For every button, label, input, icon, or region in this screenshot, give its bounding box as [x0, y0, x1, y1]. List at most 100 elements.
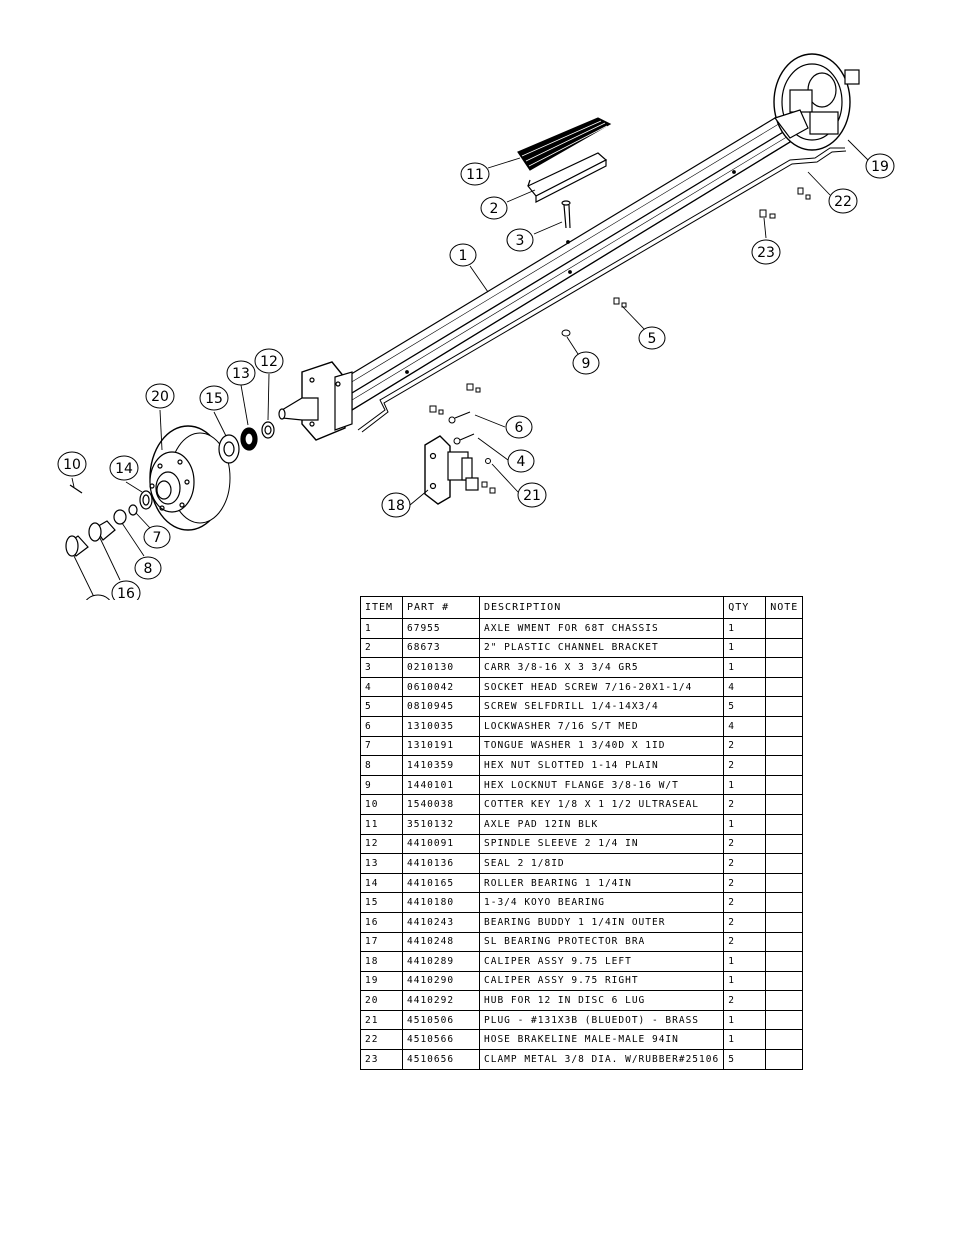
- header-qty: QTY: [723, 596, 767, 619]
- svg-text:7: 7: [153, 530, 162, 546]
- cell-part-number: 4410292: [402, 990, 480, 1011]
- cell-qty: 1: [723, 970, 767, 992]
- hardware-items: [429, 187, 811, 494]
- cell-description: 1-3/4 KOYO BEARING: [478, 892, 725, 913]
- svg-text:12: 12: [260, 354, 278, 370]
- header-item: ITEM: [360, 596, 403, 619]
- callout-bubble: 5: [638, 326, 666, 350]
- callout-bubble: 18: [381, 492, 411, 518]
- cell-description: SOCKET HEAD SCREW 7/16-20X1-1/4: [478, 676, 725, 698]
- cell-qty: 2: [723, 990, 767, 1011]
- cell-description: TONGUE WASHER 1 3/40D X 1ID: [478, 735, 725, 757]
- svg-text:23: 23: [757, 245, 775, 261]
- cell-qty: 2: [723, 755, 767, 776]
- callout-bubble: 3: [506, 228, 534, 252]
- cell-part-number: 4510656: [402, 1049, 480, 1070]
- cell-item: 9: [360, 774, 403, 796]
- cell-item: 5: [360, 696, 403, 717]
- cell-part-number: 4510566: [402, 1029, 480, 1051]
- cell-note: [765, 715, 804, 737]
- cell-item: 18: [360, 951, 403, 972]
- cell-item: 2: [360, 637, 403, 659]
- cell-item: 13: [360, 853, 403, 874]
- cell-qty: 1: [723, 618, 767, 639]
- callouts: 11 2 3 1 19 22 23 5 9 6 4 21 18 20 15 13…: [57, 153, 895, 600]
- left-caliper: [424, 435, 479, 505]
- cell-note: [765, 1049, 804, 1070]
- cell-item: 17: [360, 931, 403, 953]
- callout-bubble: 20: [145, 383, 175, 409]
- cell-description: HEX LOCKNUT FLANGE 3/8-16 W/T: [478, 774, 725, 796]
- cell-note: [765, 833, 804, 855]
- cell-part-number: 67955: [402, 618, 480, 639]
- cell-part-number: 0610042: [402, 676, 480, 698]
- cell-description: SEAL 2 1/8ID: [478, 853, 725, 874]
- cell-part-number: 4410289: [402, 951, 480, 972]
- cell-description: CARR 3/8-16 X 3 3/4 GR5: [478, 657, 725, 678]
- cell-part-number: 4410243: [402, 911, 480, 933]
- svg-text:5: 5: [648, 331, 657, 347]
- cell-note: [765, 931, 804, 953]
- svg-text:2: 2: [490, 201, 499, 217]
- cell-item: 11: [360, 813, 403, 835]
- cell-item: 19: [360, 970, 403, 992]
- svg-text:13: 13: [232, 366, 250, 382]
- cell-item: 4: [360, 676, 403, 698]
- svg-text:21: 21: [523, 488, 541, 504]
- svg-text:9: 9: [582, 356, 591, 372]
- cell-part-number: 4410290: [402, 970, 480, 992]
- table-header-row: ITEM PART # DESCRIPTION QTY NOTE: [360, 596, 804, 619]
- cell-note: [765, 696, 804, 717]
- cell-note: [765, 892, 804, 913]
- cell-description: AXLE PAD 12IN BLK: [478, 813, 725, 835]
- callout-bubble: 11: [460, 162, 490, 186]
- cell-qty: 1: [723, 813, 767, 835]
- cell-description: HOSE BRAKELINE MALE-MALE 94IN: [478, 1029, 725, 1051]
- cell-item: 22: [360, 1029, 403, 1051]
- cell-note: [765, 676, 804, 698]
- svg-text:4: 4: [517, 454, 526, 470]
- callout-bubble: 21: [517, 482, 547, 508]
- cell-description: SCREW SELFDRILL 1/4-14X3/4: [478, 696, 725, 717]
- callout-bubble: 19: [865, 153, 895, 179]
- cell-item: 23: [360, 1049, 403, 1070]
- callout-bubble: 4: [507, 449, 535, 473]
- cell-qty: 2: [723, 833, 767, 855]
- callout-bubble: 13: [226, 360, 256, 386]
- cell-item: 6: [360, 715, 403, 737]
- cell-note: [765, 813, 804, 835]
- cell-description: CLAMP METAL 3/8 DIA. W/RUBBER#25106: [478, 1049, 725, 1070]
- callout-bubble: 2: [480, 196, 508, 220]
- cell-item: 20: [360, 990, 403, 1011]
- cell-item: 1: [360, 618, 403, 639]
- cell-note: [765, 735, 804, 757]
- cell-qty: 5: [723, 1049, 767, 1070]
- cell-qty: 2: [723, 794, 767, 815]
- cell-part-number: 68673: [402, 637, 480, 659]
- cell-description: CALIPER ASSY 9.75 RIGHT: [478, 970, 725, 992]
- right-brake-assembly: [773, 53, 860, 151]
- cell-qty: 2: [723, 853, 767, 874]
- cell-note: [765, 637, 804, 659]
- svg-text:20: 20: [151, 389, 169, 405]
- callout-bubble: 23: [751, 239, 781, 265]
- cell-qty: 2: [723, 735, 767, 757]
- cell-qty: 1: [723, 637, 767, 659]
- cell-qty: 1: [723, 951, 767, 972]
- axle-beam: [278, 117, 792, 441]
- cell-note: [765, 755, 804, 776]
- cell-note: [765, 990, 804, 1011]
- cell-description: AXLE WMENT FOR 68T CHASSIS: [478, 618, 725, 639]
- bearing-stack: [65, 421, 275, 557]
